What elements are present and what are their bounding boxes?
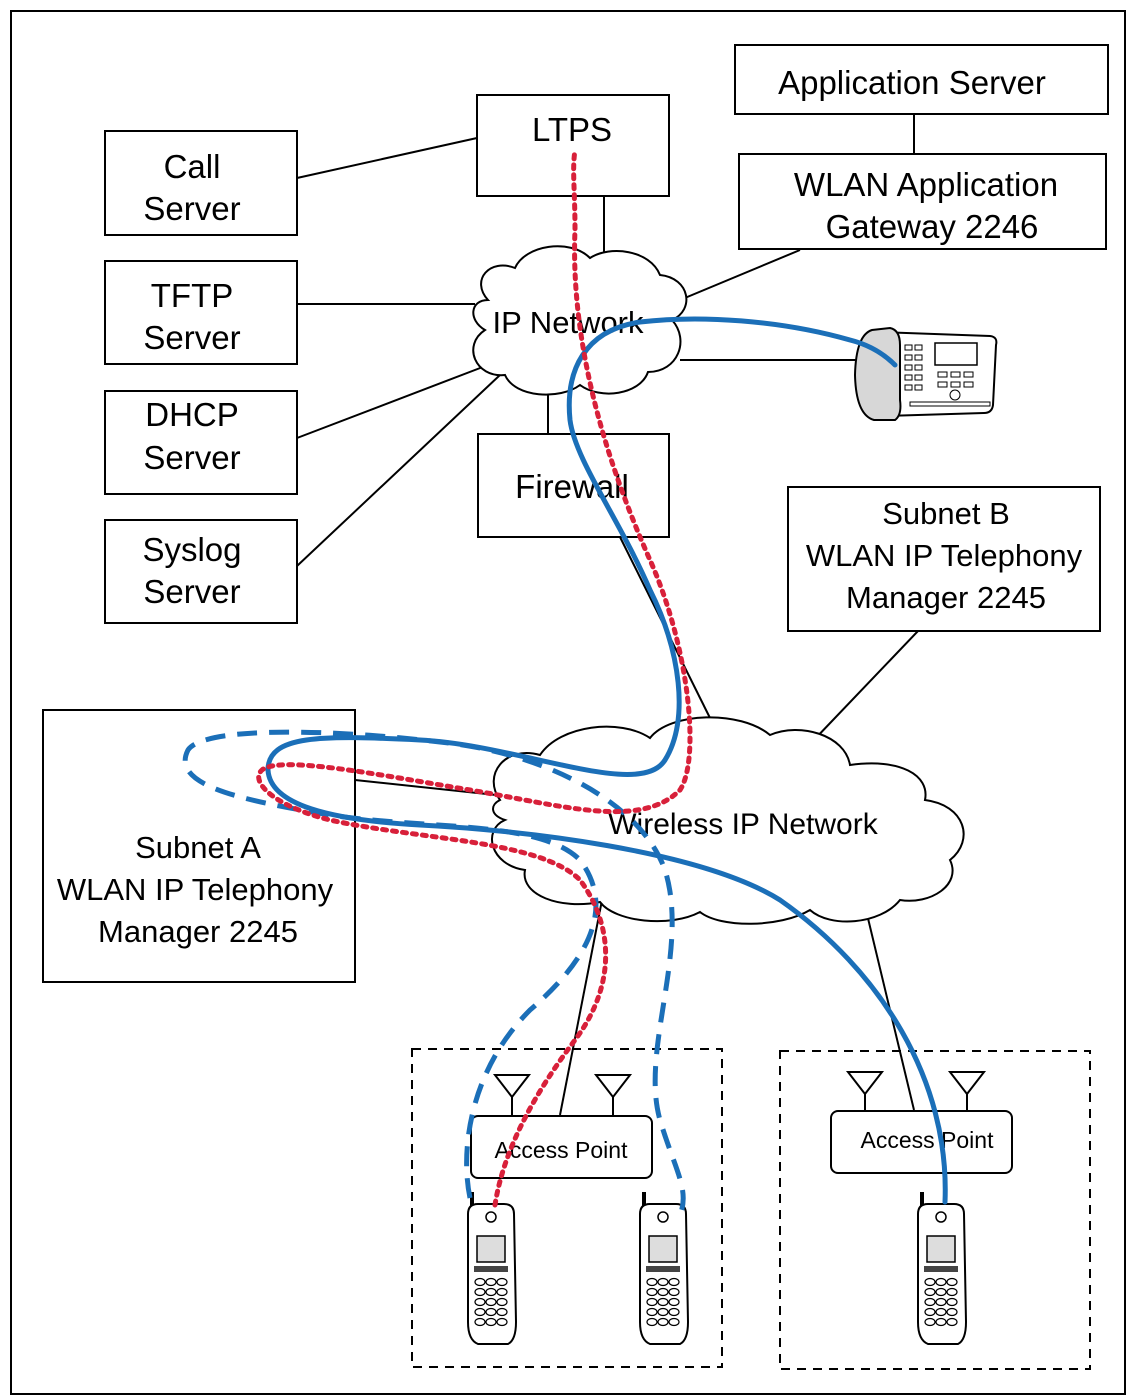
access-area-right [779,1050,1091,1370]
tftp-server-label: TFTP [151,277,233,314]
red-dotted-path [256,147,693,1208]
firewall-box: Firewall [477,433,670,538]
subnet-a-label: Subnet A [135,830,261,865]
access-point-1-label: Access Point [495,1137,629,1163]
syslog-server-box: Syslog Server [104,519,298,624]
dhcp-server-label: DHCP [145,396,239,433]
access-point-2-label: Access Point [861,1127,995,1153]
subnet-a-label-2: WLAN IP Telephony [57,872,334,907]
subnet-a-box: Subnet A WLAN IP Telephony Manager 2245 [42,709,356,983]
wireless-ip-network-label: Wireless IP Network [608,808,879,841]
subnet-b-label-3: Manager 2245 [846,580,1046,615]
ltps-label: LTPS [532,111,612,148]
desk-phone-icon [853,326,998,421]
wireless-ip-network-cloud: Wireless IP Network [491,716,965,925]
application-server-box: Application Server [734,44,1109,115]
handset-icon [916,1190,968,1346]
handset-icon [466,1190,518,1346]
application-server-label: Application Server [778,64,1046,101]
handset-icon [638,1190,690,1346]
syslog-server-label: Syslog [142,531,241,568]
subnet-b-label-2: WLAN IP Telephony [806,538,1083,573]
call-server-label: Call [164,148,221,185]
ip-network-label: IP Network [492,305,644,340]
subnet-b-box: Subnet B WLAN IP Telephony Manager 2245 [787,486,1101,632]
access-point-1: Access Point [470,1115,653,1179]
tftp-server-label-2: Server [143,319,240,356]
call-server-label-2: Server [143,190,240,227]
dhcp-server-box: DHCP Server [104,390,298,495]
blue-dashed-path [182,729,686,1216]
subnet-a-label-3: Manager 2245 [98,914,298,949]
blue-solid-path [265,316,948,1205]
call-paths [182,147,948,1216]
call-server-box: Call Server [104,130,298,236]
syslog-server-label-2: Server [143,573,240,610]
access-area-left [411,1048,723,1368]
wlan-gateway-box: WLAN Application Gateway 2246 [738,153,1107,250]
access-point-2: Access Point [830,1110,1013,1174]
firewall-label: Firewall [515,468,629,505]
wlan-gateway-label-2: Gateway 2246 [826,208,1039,245]
dhcp-server-label-2: Server [143,439,240,476]
tftp-server-box: TFTP Server [104,260,298,365]
wlan-gateway-label: WLAN Application [794,166,1058,203]
subnet-b-label: Subnet B [882,496,1010,531]
